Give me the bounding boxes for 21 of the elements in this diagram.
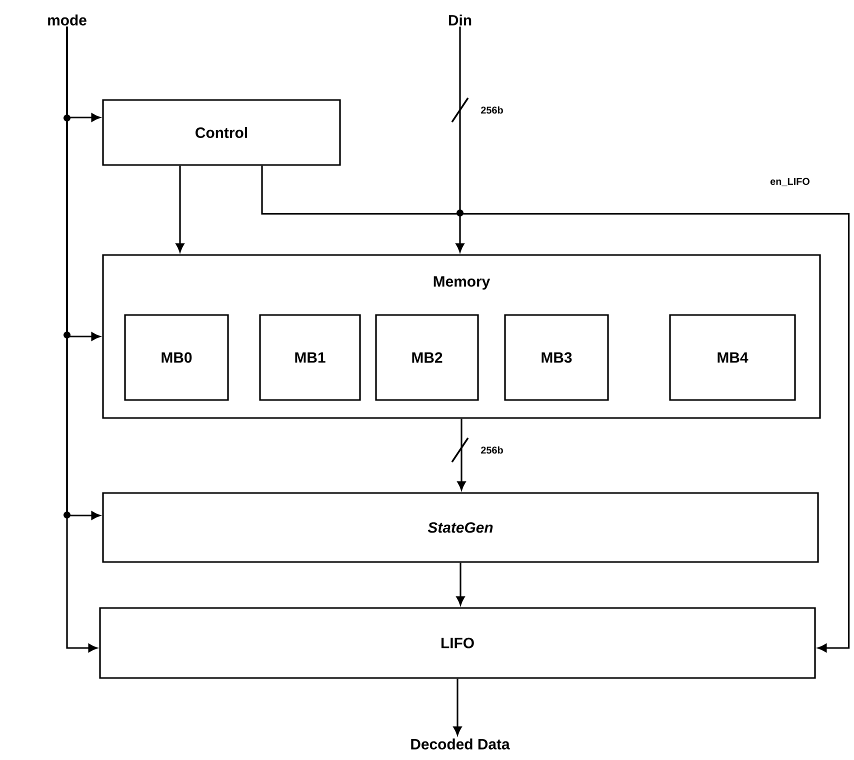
arrow [451,26,469,252]
signal-label: mode [48,14,86,26]
edge-label: 256b [480,105,504,115]
memory-bank-box: MB4 [669,314,796,401]
edge-label: en_LIFO [769,176,811,188]
memory-bank-box: MB3 [504,314,609,401]
memory-bank-box: MB0 [124,314,229,401]
block-box: Control [102,99,341,166]
block-box: StateGen [102,492,819,563]
block-box: LIFO [99,607,816,679]
arrow [453,678,462,736]
memory-bank-box: MB1 [259,314,361,401]
signal-label: Din [448,14,472,26]
arrow [451,418,469,490]
arrow [456,562,465,606]
arrow [176,166,184,252]
signal-label: Decoded Data [411,738,510,750]
arrow [261,166,850,652]
edge-label: 256b [480,445,504,455]
arrow [66,26,98,652]
memory-bank-box: MB2 [375,314,479,401]
